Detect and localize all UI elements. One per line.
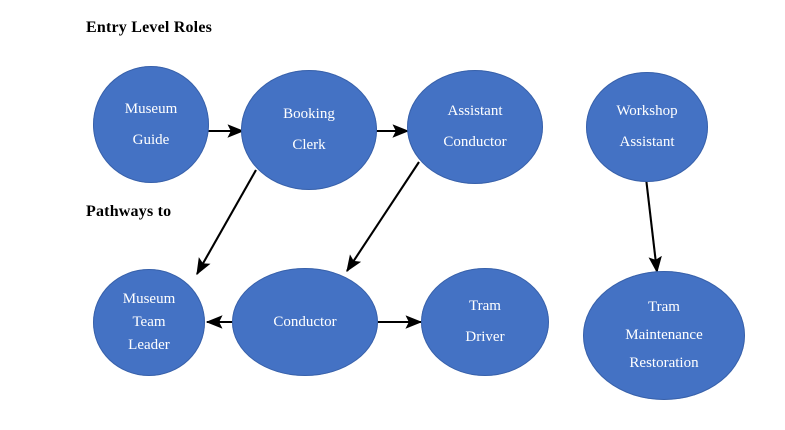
- node-label-line: Museum: [122, 291, 176, 307]
- edge-workshop-assistant-to-tram-maintenance: [644, 177, 662, 274]
- node-workshop-assistant[interactable]: Workshop Assistant: [586, 72, 708, 182]
- node-label-line: Restoration: [629, 355, 699, 371]
- node-tram-driver[interactable]: Tram Driver: [421, 268, 549, 376]
- node-label-line: Leader: [128, 337, 170, 353]
- node-label-line: Assistant: [447, 103, 503, 119]
- node-label-line: Guide: [132, 131, 170, 148]
- node-label-line: Assistant: [619, 134, 675, 150]
- heading-entry-level-roles: Entry Level Roles: [86, 19, 213, 36]
- node-label-line: Tram: [648, 299, 680, 315]
- node-booking-clerk[interactable]: Booking Clerk: [241, 70, 377, 190]
- node-label-line: Workshop: [616, 103, 678, 119]
- node-label-line: Museum: [124, 100, 178, 117]
- heading-pathways-to: Pathways to: [86, 203, 172, 220]
- node-conductor[interactable]: Conductor: [232, 268, 378, 376]
- node-museum-team-leader[interactable]: Museum Team Leader: [93, 269, 205, 376]
- node-label-line: Conductor: [273, 313, 337, 330]
- edge-booking-clerk-to-museum-team-leader: [196, 169, 257, 276]
- node-label-line: Clerk: [292, 137, 326, 153]
- node-tram-maintenance-restoration[interactable]: Tram Maintenance Restoration: [583, 271, 745, 400]
- node-label-line: Maintenance: [625, 327, 703, 343]
- node-label-line: Tram: [469, 298, 501, 314]
- node-label-line: Team: [132, 314, 166, 330]
- edge-assistant-conductor-to-conductor: [346, 161, 420, 273]
- node-museum-guide[interactable]: Museum Guide: [93, 66, 209, 183]
- node-assistant-conductor[interactable]: Assistant Conductor: [407, 70, 543, 184]
- node-label-line: Booking: [283, 106, 335, 122]
- node-label-line: Driver: [465, 329, 505, 345]
- node-label-line: Conductor: [443, 134, 507, 150]
